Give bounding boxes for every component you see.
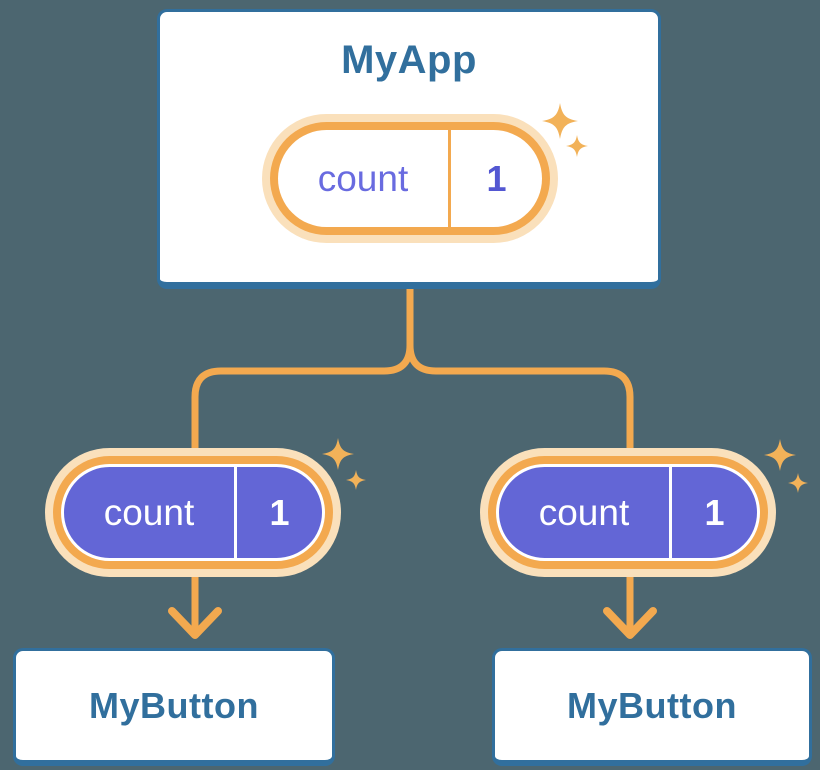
child-component-card-right: MyButton xyxy=(492,648,812,766)
child-component-title: MyButton xyxy=(567,684,737,726)
connector-right-branch xyxy=(406,282,634,634)
state-value-label: 1 xyxy=(486,157,507,199)
state-value-label: 1 xyxy=(704,491,725,533)
pill-divider xyxy=(669,467,672,558)
connector-left-branch xyxy=(191,282,414,634)
pill-divider xyxy=(234,467,237,558)
child-component-title: MyButton xyxy=(89,684,259,726)
state-value-label: 1 xyxy=(269,491,290,533)
state-name-label: count xyxy=(103,491,195,533)
child-state-pill-right: count 1 xyxy=(496,464,760,561)
pill-divider xyxy=(448,130,451,227)
root-state-pill: count 1 xyxy=(278,130,542,227)
state-name-label: count xyxy=(538,491,630,533)
root-component-title: MyApp xyxy=(341,38,477,82)
state-name-label: count xyxy=(317,157,409,199)
arrow-down-icon xyxy=(168,607,222,639)
arrow-down-icon xyxy=(603,607,657,639)
child-component-card-left: MyButton xyxy=(13,648,335,766)
child-state-pill-left: count 1 xyxy=(61,464,325,561)
